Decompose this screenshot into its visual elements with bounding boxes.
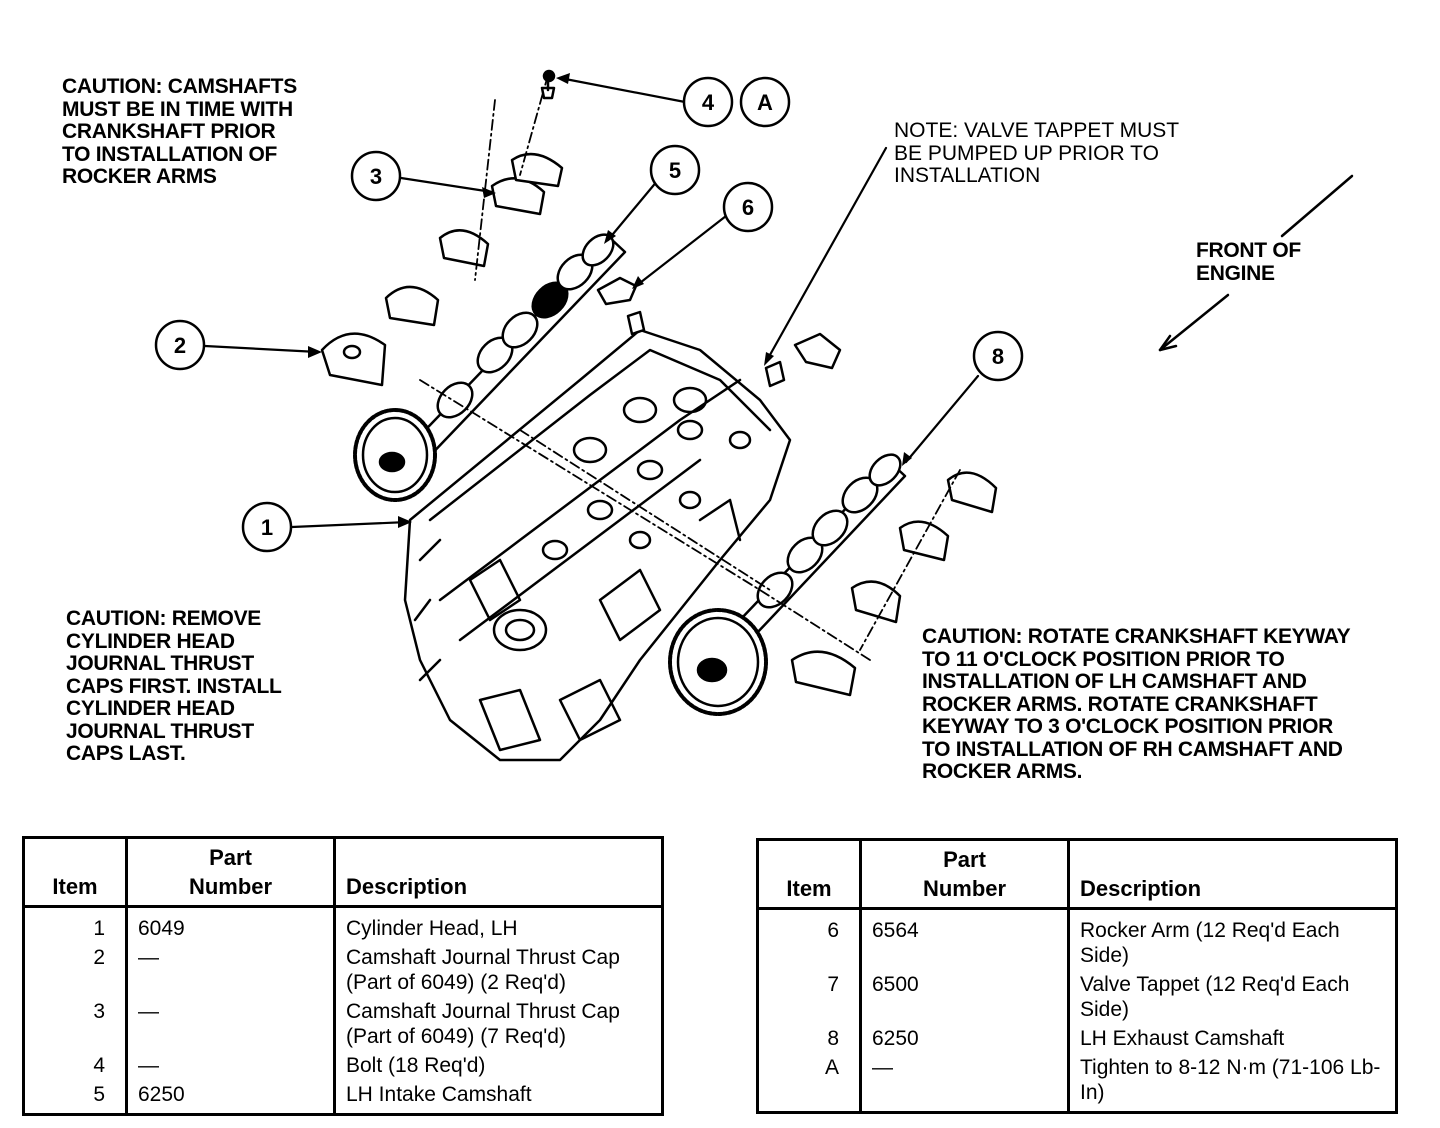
callout-3-label: 3 [370,164,382,189]
table-row: 5 6250 LH Intake Camshaft [24,1080,663,1115]
callout-5: 5 [649,144,701,196]
callout-1-label: 1 [261,515,273,540]
caution-camshafts-note: CAUTION: CAMSHAFTS MUST BE IN TIME WITH … [62,75,297,188]
table-row: 4 — Bolt (18 Req'd) [24,1051,663,1080]
description-cell: Cylinder Head, LH [333,906,663,943]
item-cell: 2 [93,946,105,969]
part-number-cell: — [125,1051,335,1080]
table-row: 1 6049 Cylinder Head, LH [24,906,663,943]
description-cell: Bolt (18 Req'd) [333,1051,663,1080]
exhaust-cam-sprocket [668,608,768,716]
part-number-cell: 6564 [859,908,1069,970]
callout-2: 2 [154,319,206,371]
callout-1: 1 [241,501,293,553]
exploded-view-diagram: 1 2 3 4 A 5 6 8 [154,69,1354,762]
callout-6-label: 6 [742,195,754,220]
table-row: 6 6564 Rocker Arm (12 Req'd Each Side) [758,908,1397,970]
item-cell: 6 [827,919,839,942]
part-number-cell: — [125,997,335,1051]
callout-8-label: 8 [992,344,1004,369]
parts-table-right-header: Item Part Number Description [757,839,1397,910]
item-cell: 4 [93,1054,105,1077]
header-description: Description [333,837,663,908]
part-number-cell: 6250 [859,1024,1069,1053]
callout-4: 4 [682,76,734,128]
callout-a: A [739,76,791,128]
callout-3: 3 [350,150,402,202]
leader-lines [203,76,980,529]
callout-2-label: 2 [174,333,186,358]
front-of-engine-arrow [1158,174,1354,352]
parts-table-right: Item Part Number Description 6 6564 Rock… [756,838,1398,1114]
header-item: Item [757,839,861,910]
callouts: 1 2 3 4 A 5 6 8 [154,76,1024,553]
intake-cam-sprocket [353,408,437,502]
bolt-part [540,69,556,100]
table-row: 8 6250 LH Exhaust Camshaft [758,1024,1397,1053]
description-cell: Tighten to 8-12 N·m (71-106 Lb-In) [1067,1053,1397,1113]
caution-keyway-note: CAUTION: ROTATE CRANKSHAFT KEYWAY TO 11 … [922,625,1351,783]
description-cell: Valve Tappet (12 Req'd Each Side) [1067,970,1397,1024]
valve-tappet-note: NOTE: VALVE TAPPET MUST BE PUMPED UP PRI… [894,119,1180,187]
cylinder-head [403,328,792,762]
parts-table-left-header: Item Part Number Description [23,837,663,908]
part-number-cell: 6250 [125,1080,335,1115]
item-cell: 3 [93,1000,105,1023]
callout-5-label: 5 [669,158,681,183]
part-number-cell: 6500 [859,970,1069,1024]
item-cell: 7 [827,973,839,996]
table-row: 2 — Camshaft Journal Thrust Cap (Part of… [24,943,663,997]
leader-arrowheads [308,73,912,528]
part-number-cell: — [125,943,335,997]
callout-4-label: 4 [702,90,715,115]
table-row: 7 6500 Valve Tappet (12 Req'd Each Side) [758,970,1397,1024]
table-row: 3 — Camshaft Journal Thrust Cap (Part of… [24,997,663,1051]
journal-thrust-caps [320,152,998,697]
description-cell: LH Intake Camshaft [333,1080,663,1115]
callout-a-label: A [757,90,773,115]
item-cell: 1 [93,917,105,940]
callout-6: 6 [722,181,774,233]
valve-tappets [626,310,786,388]
front-of-engine-label: FRONT OF ENGINE [1196,239,1301,285]
part-number-cell: — [859,1053,1069,1113]
description-cell: Rocker Arm (12 Req'd Each Side) [1067,908,1397,970]
alignment-lines [419,74,961,661]
description-cell: Camshaft Journal Thrust Cap (Part of 604… [333,997,663,1051]
description-cell: LH Exhaust Camshaft [1067,1024,1397,1053]
caution-thrust-caps-note: CAUTION: REMOVE CYLINDER HEAD JOURNAL TH… [66,607,282,765]
header-description: Description [1067,839,1397,910]
rocker-arms [596,276,842,370]
item-cell: 8 [827,1027,839,1050]
part-number-cell: 6049 [125,906,335,943]
header-part-number: Part Number [125,837,335,908]
header-part-number: Part Number [859,839,1069,910]
header-item: Item [23,837,127,908]
parts-table-left: Item Part Number Description 1 6049 Cyli… [22,836,664,1116]
item-cell: 5 [93,1083,105,1106]
item-cell: A [824,1056,839,1079]
callout-8: 8 [972,330,1024,382]
description-cell: Camshaft Journal Thrust Cap (Part of 604… [333,943,663,997]
table-row: A — Tighten to 8-12 N·m (71-106 Lb-In) [758,1053,1397,1113]
